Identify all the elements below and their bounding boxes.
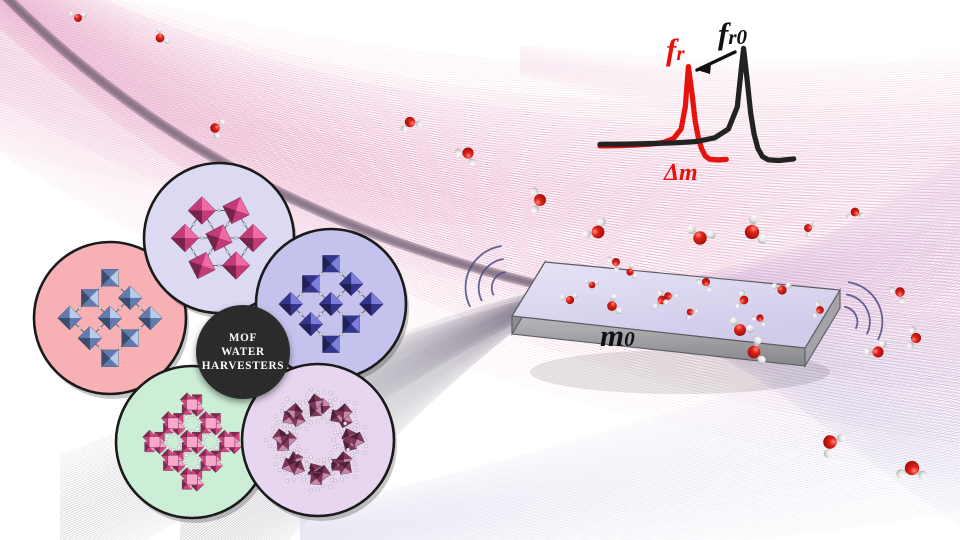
label-delta-m: Δm [664, 160, 698, 186]
ribbon-bundle [0, 26, 960, 479]
label-fr-subscript: r [676, 41, 685, 65]
center-badge-line-1: MOF [228, 332, 258, 344]
label-fr: fr [666, 32, 685, 67]
ribbon-bundle [299, 316, 960, 540]
center-badge-line-3: HARVESTERS [201, 360, 285, 372]
label-fr0: fr0 [718, 16, 748, 51]
center-badge: MOF WATER HARVESTERS [196, 305, 290, 399]
ribbon-bundle [0, 0, 960, 229]
label-m0-subscript: 0 [624, 327, 635, 351]
label-fr0-subscript: r0 [728, 25, 748, 49]
center-badge-line-2: WATER [221, 346, 265, 358]
label-m0: m0 [600, 318, 635, 353]
